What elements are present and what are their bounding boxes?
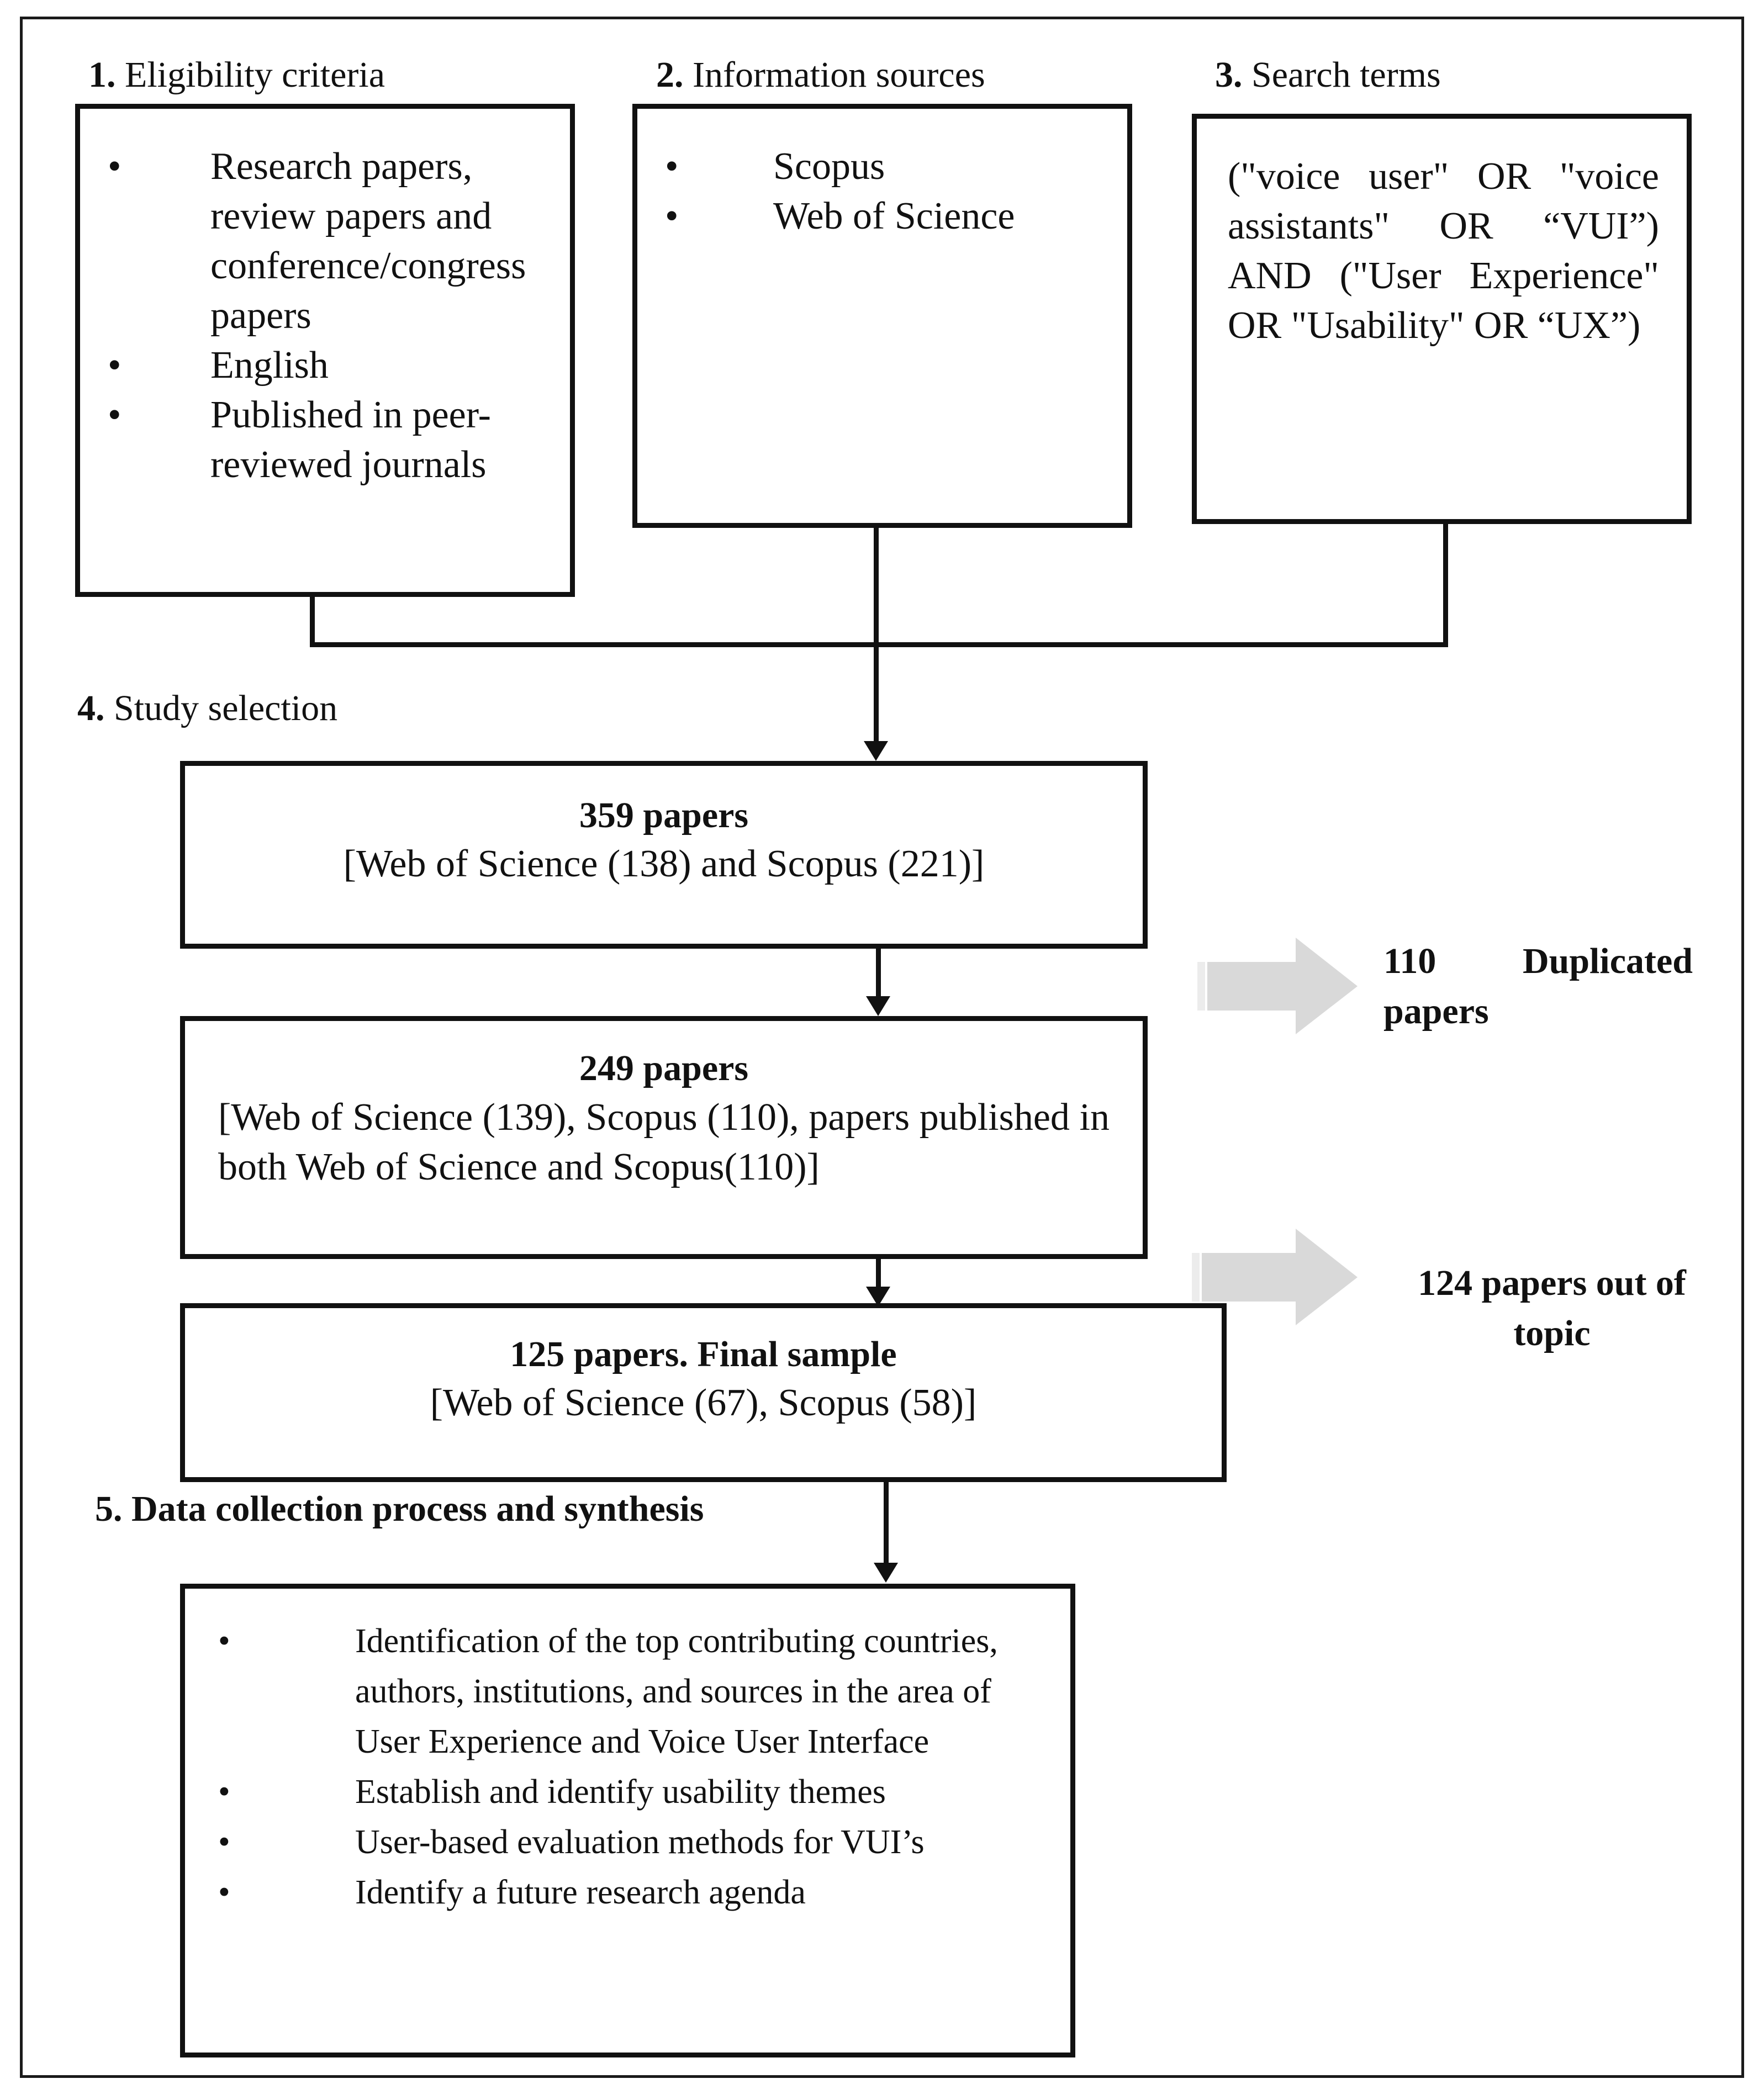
bullet-icon: • <box>108 344 122 387</box>
sources-number: 2. <box>656 55 684 95</box>
list-item: • Research papers, review papers and conf… <box>108 142 553 341</box>
stage-count: 359 papers <box>579 795 749 835</box>
search-terms-text: ("voice user" OR "voice assistants" OR “… <box>1228 155 1659 347</box>
list-item: • Web of Science <box>665 192 1111 241</box>
list-item-text: Scopus <box>773 145 885 188</box>
bullet-icon: • <box>665 145 679 188</box>
connector-merge-horizontal <box>310 642 1448 647</box>
eligibility-list: • Research papers, review papers and conf… <box>108 142 553 490</box>
stage-box-249: 249 papers [Web of Science (139), Scopus… <box>180 1016 1148 1259</box>
bullet-icon: • <box>218 1823 230 1861</box>
connector-merge-to-selection <box>874 642 879 744</box>
connector-search-down <box>1443 522 1448 647</box>
arrow-to-stage-2 <box>866 996 890 1016</box>
synthesis-list: • Identification of the top contributing … <box>218 1616 1037 1918</box>
sources-title: Information sources <box>693 55 985 95</box>
synthesis-header: 5. Data collection process and synthesis <box>95 1489 704 1529</box>
bullet-icon: • <box>218 1874 230 1911</box>
diagram-frame <box>20 17 1744 2078</box>
list-item: • Establish and identify usability themes <box>218 1767 1037 1817</box>
selection-number: 4. <box>77 688 105 728</box>
search-number: 3. <box>1215 55 1243 95</box>
stage-count: 249 papers <box>579 1048 749 1088</box>
eligibility-title: Eligibility criteria <box>125 55 385 95</box>
eligibility-number: 1. <box>88 55 116 95</box>
list-item-text: Establish and identify usability themes <box>355 1773 886 1811</box>
search-title: Search terms <box>1251 55 1441 95</box>
bullet-icon: • <box>108 145 122 188</box>
list-item: • Identify a future research agenda <box>218 1868 1037 1918</box>
exclusion-duplicates-label: 110 Duplicated papers <box>1383 941 1693 1032</box>
bullet-icon: • <box>218 1622 230 1660</box>
arrow-to-synthesis <box>874 1563 898 1583</box>
sources-header: 2. Information sources <box>656 57 985 93</box>
sources-box: • Scopus • Web of Science <box>632 104 1132 528</box>
list-item-text: Research papers, review papers and confe… <box>210 145 526 337</box>
search-box: ("voice user" OR "voice assistants" OR “… <box>1192 114 1692 524</box>
exclusion-arrow-out-of-topic <box>1192 1229 1358 1325</box>
stage-count: 125 papers. Final sample <box>510 1334 897 1374</box>
stage-detail: [Web of Science (139), Scopus (110), pap… <box>218 1096 1110 1188</box>
list-item: • Scopus <box>665 142 1111 192</box>
exclusion-arrow-duplicates <box>1197 938 1358 1034</box>
connector-stage-3-to-synthesis <box>884 1480 889 1566</box>
connector-sources-down <box>874 526 879 647</box>
list-item-text: Published in peer-reviewed journals <box>210 394 491 486</box>
list-item: • Identification of the top contributing … <box>218 1616 1037 1767</box>
list-item: • User-based evaluation methods for VUI’s <box>218 1817 1037 1868</box>
stage-box-125: 125 papers. Final sample [Web of Science… <box>180 1303 1227 1482</box>
sources-list: • Scopus • Web of Science <box>665 142 1111 241</box>
list-item: • Published in peer-reviewed journals <box>108 390 553 490</box>
search-header: 3. Search terms <box>1215 57 1441 93</box>
arrow-to-stage-1 <box>864 741 888 761</box>
connector-eligibility-down <box>310 595 315 647</box>
list-item-text: Identify a future research agenda <box>355 1874 806 1911</box>
list-item-text: English <box>210 344 329 387</box>
bullet-icon: • <box>108 394 122 436</box>
list-item-text: Identification of the top contributing c… <box>355 1622 998 1760</box>
bullet-icon: • <box>218 1773 230 1811</box>
selection-header: 4. Study selection <box>77 690 337 727</box>
stage-detail: [Web of Science (138) and Scopus (221)] <box>343 843 985 885</box>
list-item-text: Web of Science <box>773 195 1015 237</box>
list-item-text: User-based evaluation methods for VUI’s <box>355 1823 925 1861</box>
stage-box-359: 359 papers [Web of Science (138) and Sco… <box>180 761 1148 949</box>
bullet-icon: • <box>665 195 679 237</box>
eligibility-header: 1. Eligibility criteria <box>88 57 385 93</box>
exclusion-out-of-topic-label: 124 papers out of topic <box>1418 1263 1686 1354</box>
list-item: • English <box>108 341 553 390</box>
synthesis-box: • Identification of the top contributing … <box>180 1584 1075 2057</box>
eligibility-box: • Research papers, review papers and conf… <box>75 104 575 597</box>
stage-detail: [Web of Science (67), Scopus (58)] <box>430 1382 977 1424</box>
connector-stage-2-to-3 <box>876 1257 881 1296</box>
selection-title: Study selection <box>114 688 338 728</box>
connector-stage-1-to-2 <box>876 947 881 999</box>
